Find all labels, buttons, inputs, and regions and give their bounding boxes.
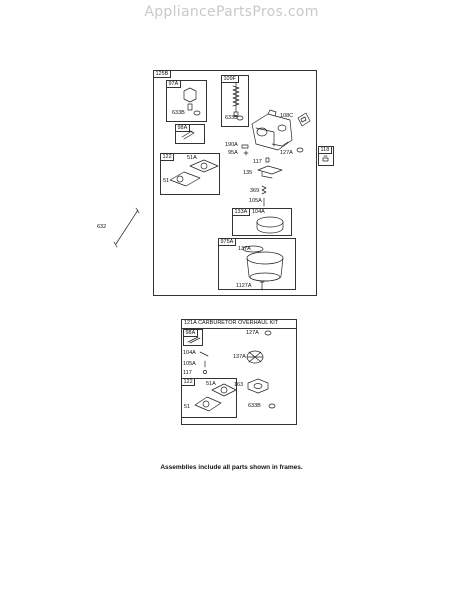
kit-label-105a: 105A (183, 361, 196, 367)
frame-133a: 133A (232, 208, 292, 236)
kit-label-137a: 137A (233, 354, 246, 360)
float-135-drawing (257, 165, 283, 179)
fuel-part-118-drawing (322, 155, 329, 162)
main-assembly-label: 125B (154, 71, 171, 78)
main-assembly-frame: 125B (153, 70, 317, 296)
frame-97a-label: 97A (167, 81, 181, 88)
label-108c: 108C (280, 113, 294, 119)
kit-gasket-137a-drawing (246, 350, 264, 364)
kit-label-104a: 104A (183, 350, 196, 356)
frame-122-label: 122 (161, 154, 175, 161)
carburetor-body-drawing (251, 109, 293, 151)
watermark: AppliancePartsPros.com (144, 4, 319, 20)
label-633b-b: 633B (225, 115, 238, 121)
kit-part-104a-drawing (199, 351, 209, 357)
frame-97a: 97A (166, 80, 207, 122)
part-117-drawing (265, 157, 270, 163)
kit-label-51: 51 (184, 404, 191, 410)
gasket-108c-drawing (297, 112, 311, 127)
screw-98a-drawing (181, 130, 195, 140)
frame-118: 118 (318, 146, 334, 166)
label-633b-a: 633B (172, 110, 185, 116)
frame-133a-label: 133A (233, 209, 250, 216)
kit-frame-122-label: 122 (182, 379, 196, 386)
overhaul-kit-frame: 121A CARBURETOR OVERHAUL KIT (181, 319, 297, 425)
frame-109f: 109F (221, 75, 249, 127)
label-105a: 105A (249, 198, 262, 204)
kit-label-127a: 127A (246, 330, 259, 336)
screw-1127a-drawing (259, 281, 265, 291)
kit-gasket-163-drawing (247, 378, 269, 394)
kit-label-633b: 633B (248, 403, 261, 409)
frame-98a-label: 98A (176, 125, 190, 132)
frame-98a: 98A (175, 124, 205, 144)
kit-frame-98a-label: 98A (184, 330, 198, 337)
label-104a: 104A (252, 209, 265, 215)
kit-title-underline (182, 328, 296, 329)
seal-633b-a-drawing (193, 110, 201, 116)
label-135: 135 (243, 170, 253, 176)
kit-seal-633b-drawing (268, 403, 276, 409)
kit-label-163: 163 (234, 382, 244, 388)
seal-633b-b-drawing (236, 115, 244, 121)
kit-gasket-set-122-drawing (194, 383, 237, 412)
label-51: 51 (163, 178, 170, 184)
frame-122: 122 (160, 153, 220, 195)
label-369: 369 (250, 188, 260, 194)
kit-label-117: 117 (183, 370, 192, 376)
frame-975a: 975A (218, 238, 296, 290)
gasket-137a-drawing (242, 245, 264, 253)
footer-note: Assemblies include all parts shown in fr… (160, 464, 303, 471)
label-117: 117 (253, 159, 262, 165)
frame-109f-label: 109F (222, 76, 239, 83)
part-95a-drawing (243, 150, 249, 156)
part-118-label: 118 (319, 147, 332, 154)
frame-975a-label: 975A (219, 239, 236, 246)
label-127a: 127A (280, 150, 293, 156)
label-632: 632 (97, 224, 107, 230)
kit-frame-98a: 98A (183, 329, 203, 346)
overhaul-kit-title: 121A CARBURETOR OVERHAUL KIT (184, 320, 279, 326)
kit-frame-122: 122 (181, 378, 237, 418)
link-rod-632-drawing (113, 207, 140, 248)
spring-369-drawing (261, 185, 267, 195)
gasket-set-122-drawing (169, 159, 219, 187)
bowl-975a-drawing (246, 251, 284, 282)
kit-label-51a: 51A (206, 381, 216, 387)
label-137a: 137A (238, 246, 251, 252)
part-190a-drawing (241, 144, 249, 149)
bowl-133a-drawing (256, 216, 284, 234)
label-1127a: 1127A (236, 283, 252, 289)
label-95a: 95A (228, 150, 238, 156)
kit-screw-98a-drawing (187, 336, 201, 344)
label-190a: 190A (225, 142, 238, 148)
bracket-97a-drawing (183, 87, 197, 111)
oring-127a-drawing (296, 147, 304, 153)
kit-oring-127a-drawing (264, 330, 272, 336)
label-51a: 51A (187, 155, 197, 161)
kit-part-117-drawing (203, 370, 207, 374)
